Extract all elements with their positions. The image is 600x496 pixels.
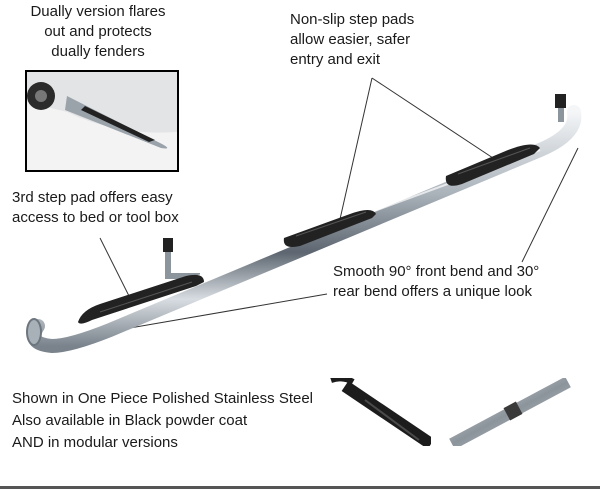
third-step-callout-line: 3rd step pad offers easy (12, 189, 173, 206)
mounting-brackets (163, 94, 566, 279)
nonslip-callout-line: entry and exit (290, 51, 381, 68)
smooth-bend-callout-line: rear bend offers a unique look (333, 283, 533, 300)
third-step-callout-line: access to bed or tool box (12, 209, 179, 226)
smooth-bend-callout: Smooth 90° front bend and 30° rear bend … (333, 262, 539, 302)
nonslip-callout-line: allow easier, safer (290, 31, 411, 48)
step-pads (78, 144, 540, 324)
black-powder-coat-photo (327, 378, 431, 446)
modular-joint-photo (448, 378, 572, 446)
footer-rule (0, 486, 600, 489)
availability-line: Shown in One Piece Polished Stainless St… (12, 390, 314, 407)
dually-callout-line: out and protects (44, 23, 152, 40)
availability-line: Also available in Black powder coat (12, 412, 248, 429)
nonslip-callout-line: Non-slip step pads (290, 11, 415, 28)
third-step-callout: 3rd step pad offers easy access to bed o… (12, 188, 179, 228)
dually-callout-line: Dually version flares (30, 3, 166, 20)
dually-callout-line: dually fenders (51, 43, 145, 60)
dually-callout: Dually version flares out and protects d… (18, 2, 178, 62)
availability-line: AND in modular versions (12, 434, 178, 451)
smooth-bend-callout-line: Smooth 90° front bend and 30° (333, 263, 540, 280)
availability-text: Shown in One Piece Polished Stainless St… (12, 388, 313, 454)
nonslip-callout: Non-slip step pads allow easier, safer e… (290, 10, 414, 70)
dually-inset-photo (25, 70, 179, 172)
